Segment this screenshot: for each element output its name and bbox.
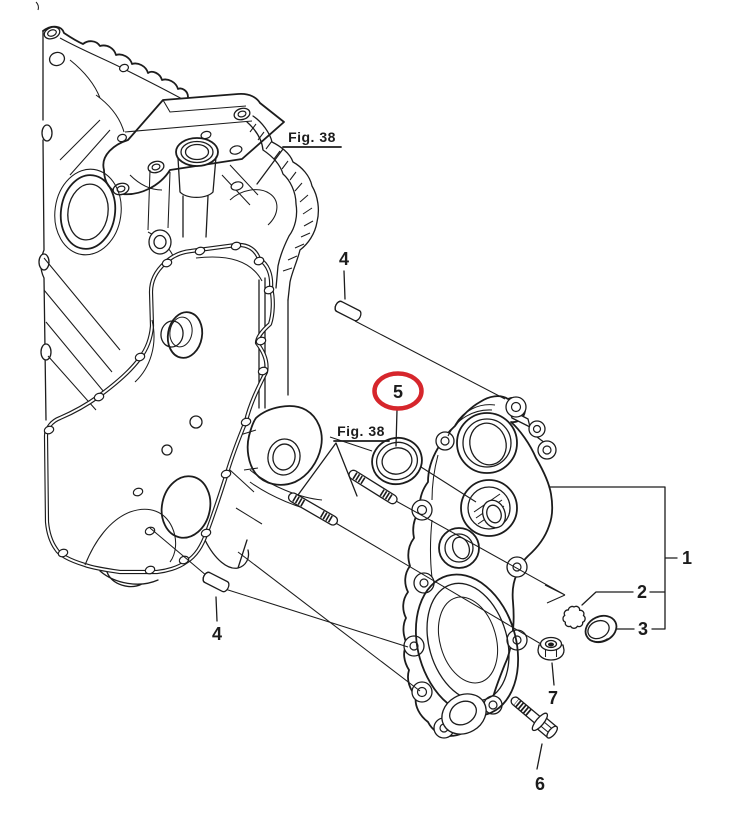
highlight-circle-5 bbox=[372, 371, 424, 411]
fig-ref-top-text[interactable]: Fig. 38 bbox=[288, 129, 336, 145]
cover-bottom-oval bbox=[414, 573, 520, 717]
stud-lower bbox=[287, 492, 339, 526]
cylinder-boss bbox=[175, 137, 219, 238]
cover-top-opening bbox=[447, 404, 518, 474]
oil-seal bbox=[371, 436, 423, 486]
stray-mark bbox=[35, 1, 39, 11]
gasket-bolt-holes bbox=[43, 241, 275, 575]
timing-gear-case-cover bbox=[402, 395, 557, 739]
callout-5[interactable]: 5 bbox=[393, 382, 403, 402]
main-bore bbox=[54, 168, 122, 256]
callout-labels: Fig. 38 Fig. 38 4 5 4 1 2 3 7 6 bbox=[212, 129, 692, 794]
flange-nut bbox=[537, 636, 565, 661]
bracket-arm bbox=[239, 405, 323, 486]
dowel-pin-lower bbox=[202, 571, 230, 593]
dowel-pin-upper bbox=[334, 300, 362, 322]
fig-ref-top[interactable]: Fig. 38 bbox=[282, 129, 342, 148]
flange-bolt bbox=[510, 696, 559, 739]
callout-6[interactable]: 6 bbox=[535, 774, 545, 794]
lower-opening bbox=[160, 475, 212, 539]
callout-4-lower[interactable]: 4 bbox=[212, 624, 222, 644]
timing-case-gasket bbox=[43, 241, 275, 575]
callout-bracket-1 bbox=[548, 486, 678, 630]
cover-left-boss bbox=[438, 527, 480, 569]
fig-ref-middle[interactable]: Fig. 38 bbox=[333, 423, 390, 442]
cover-center-boss bbox=[460, 479, 518, 537]
head-gasket-edge bbox=[42, 25, 191, 104]
callout-1[interactable]: 1 bbox=[682, 548, 692, 568]
callout-2[interactable]: 2 bbox=[637, 582, 647, 602]
stud-upper bbox=[348, 469, 398, 505]
snap-clip bbox=[562, 605, 586, 629]
leader-lines bbox=[215, 148, 635, 770]
callout-3[interactable]: 3 bbox=[638, 619, 648, 639]
cover-bottom-opening bbox=[441, 693, 487, 735]
fig-ref-middle-text[interactable]: Fig. 38 bbox=[337, 423, 385, 439]
callout-4-upper[interactable]: 4 bbox=[339, 249, 349, 269]
callout-7[interactable]: 7 bbox=[548, 688, 558, 708]
crank-nose-bore bbox=[166, 311, 204, 359]
cap-plug bbox=[584, 614, 618, 644]
assembly-axis-lines bbox=[149, 320, 566, 692]
engine-block bbox=[35, 1, 323, 588]
